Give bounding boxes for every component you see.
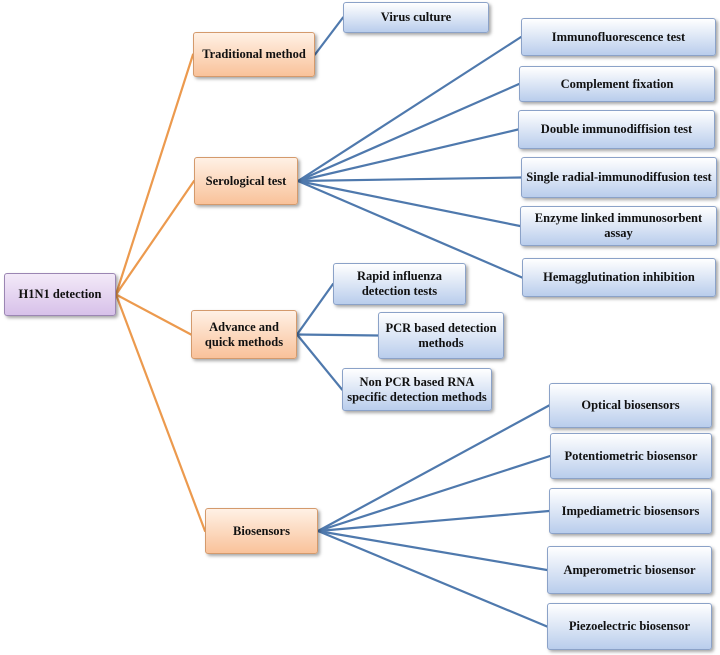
category-serological-test: Serological test [194, 157, 298, 205]
leaf-immunofluorescence-test: Immunofluorescence test [521, 18, 716, 56]
leaf-impediametric-biosensors: Impediametric biosensors [549, 488, 712, 534]
leaf-piezoelectric-biosensor: Piezoelectric biosensor [547, 603, 712, 650]
leaf-potentiometric-biosensor: Potentiometric biosensor [550, 433, 712, 479]
category-advance-quick-methods: Advance and quick methods [191, 310, 297, 359]
link-category-advance-quick-methods-to-leaf-non-pcr-rna-detection-methods [295, 333, 344, 391]
category-biosensors: Biosensors [205, 508, 318, 554]
link-category-traditional-method-to-leaf-virus-culture [313, 16, 345, 56]
link-category-biosensors-to-leaf-impediametric-biosensors [316, 509, 551, 533]
root-node: H1N1 detection [4, 273, 116, 316]
category-traditional-method: Traditional method [193, 32, 315, 77]
link-category-serological-test-to-leaf-double-immunodiffision-test [296, 128, 520, 183]
link-category-biosensors-to-leaf-optical-biosensors [316, 404, 551, 533]
leaf-amperometric-biosensor: Amperometric biosensor [547, 546, 712, 594]
leaf-double-immunodiffision-test: Double immunodiffision test [518, 110, 715, 149]
leaf-elisa: Enzyme linked immunosorbent assay [520, 206, 717, 246]
link-category-serological-test-to-leaf-immunofluorescence-test [296, 35, 523, 183]
leaf-optical-biosensors: Optical biosensors [549, 383, 712, 428]
leaf-virus-culture: Virus culture [343, 2, 489, 33]
link-category-serological-test-to-leaf-complement-fixation [296, 82, 521, 183]
leaf-pcr-based-detection-methods: PCR based detection methods [378, 312, 504, 359]
link-category-biosensors-to-leaf-piezoelectric-biosensor [316, 529, 549, 628]
link-root-to-category-biosensors [114, 293, 207, 533]
leaf-hemagglutination-inhibition: Hemagglutination inhibition [522, 258, 716, 297]
leaf-complement-fixation: Complement fixation [519, 66, 715, 102]
link-root-to-category-serological-test [114, 179, 196, 296]
link-root-to-category-advance-quick-methods [114, 293, 193, 336]
leaf-single-radial-immunodiffusion-test: Single radial-immunodiffusion test [521, 157, 717, 198]
link-category-biosensors-to-leaf-potentiometric-biosensor [316, 454, 552, 533]
link-category-serological-test-to-leaf-elisa [296, 179, 522, 228]
link-root-to-category-traditional-method [114, 53, 195, 296]
link-category-serological-test-to-leaf-single-radial-immunodiffusion-test [296, 176, 523, 183]
link-category-advance-quick-methods-to-leaf-rapid-influenza-detection-tests [295, 282, 335, 336]
link-category-serological-test-to-leaf-hemagglutination-inhibition [296, 179, 524, 279]
link-category-biosensors-to-leaf-amperometric-biosensor [316, 529, 549, 572]
leaf-rapid-influenza-detection-tests: Rapid influenza detection tests [333, 263, 466, 305]
link-category-advance-quick-methods-to-leaf-pcr-based-detection-methods [295, 333, 380, 337]
leaf-non-pcr-rna-detection-methods: Non PCR based RNA specific detection met… [342, 368, 492, 411]
